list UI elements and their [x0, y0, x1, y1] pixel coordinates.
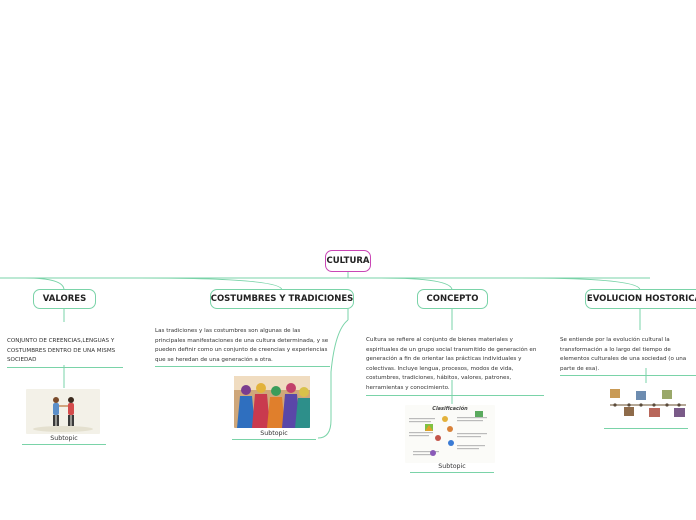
- clasificacion-title: Clasificación: [432, 406, 468, 412]
- connector-concepto: [379, 277, 453, 291]
- subtopic-valores[interactable]: Subtopic: [22, 435, 106, 445]
- evolucion-image-underline: [604, 428, 688, 429]
- note-concepto: Cultura se refiere al conjunto de bienes…: [366, 336, 544, 396]
- valores-illustration: [26, 389, 100, 434]
- costumbres-illustration: [234, 376, 310, 428]
- subtopic-concepto[interactable]: Subtopic: [410, 463, 494, 473]
- note-evolucion: Se entiende por la evolución cultural la…: [560, 336, 696, 377]
- root-node-cultura[interactable]: CULTURA: [325, 250, 371, 272]
- connector-costumbres-sub: [317, 319, 349, 439]
- connector-costumbres: [139, 277, 283, 291]
- note-valores: CONJUNTO DE CREENCIAS,LENGUAS Y COSTUMBR…: [7, 337, 123, 368]
- branch-evolucion-historica[interactable]: EVOLUCION HOSTORICA: [585, 289, 696, 309]
- note-costumbres: Las tradiciones y las costumbres son alg…: [155, 327, 330, 368]
- connector-valores: [24, 277, 65, 291]
- clasificacion-infographic: Clasificación: [405, 405, 495, 463]
- connector-evolucion: [519, 277, 641, 291]
- branch-concepto[interactable]: CONCEPTO: [417, 289, 488, 309]
- subtopic-costumbres[interactable]: Subtopic: [232, 430, 316, 440]
- evolucion-timeline-illustration: [606, 383, 688, 426]
- branch-costumbres-tradiciones[interactable]: COSTUMBRES Y TRADICIONES: [210, 289, 354, 309]
- branch-valores[interactable]: VALORES: [33, 289, 96, 309]
